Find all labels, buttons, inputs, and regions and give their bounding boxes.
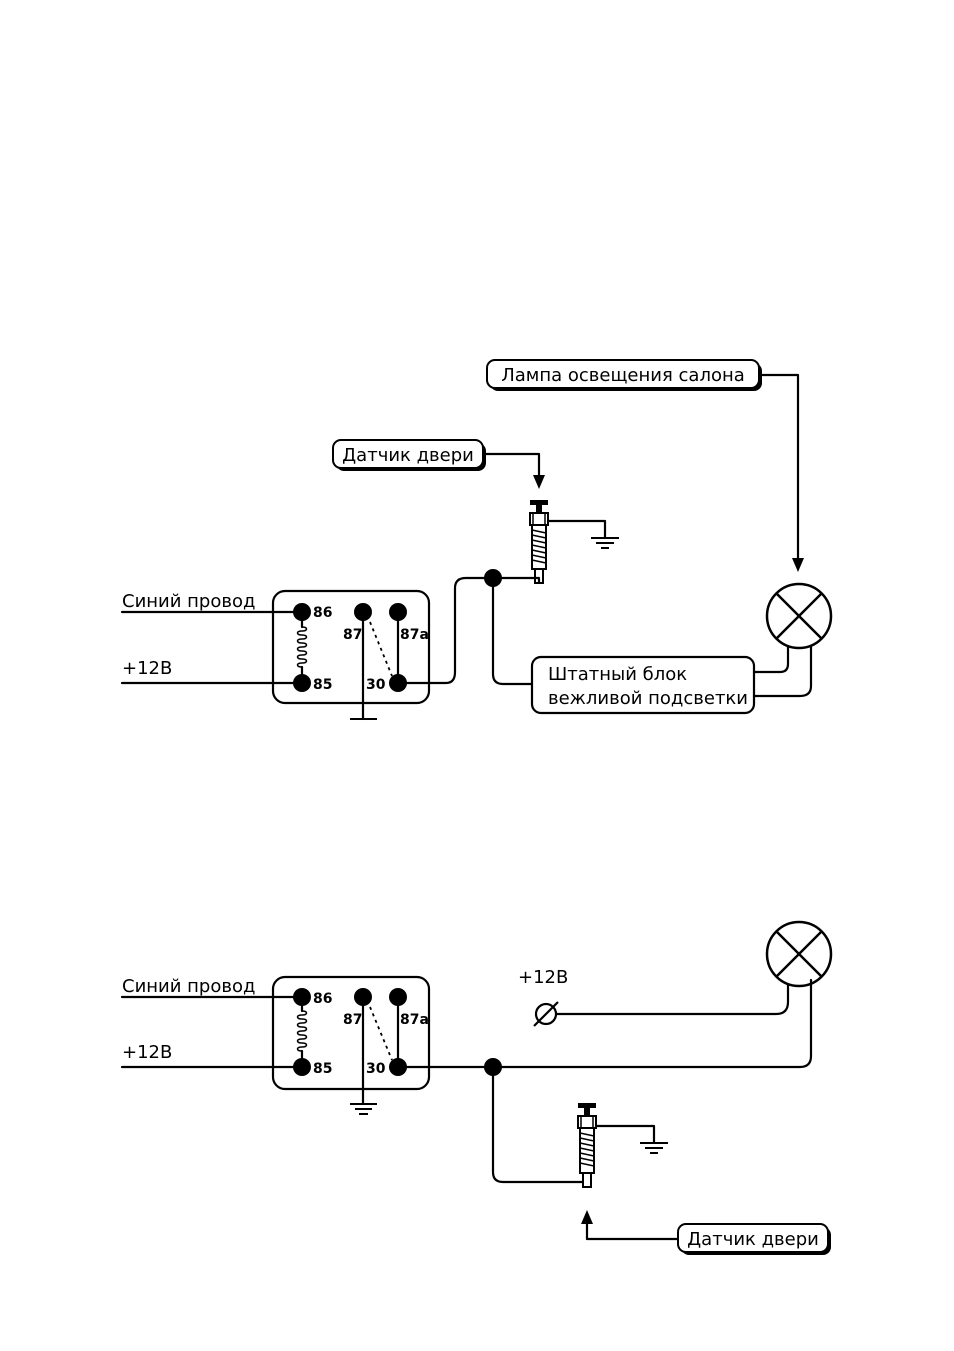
wire-junction-to-sensor: [493, 1067, 587, 1182]
relay2-pin85: 85: [313, 1061, 332, 1077]
switch-plus12-label: +12В: [518, 967, 568, 988]
lamp-arrowhead: [792, 558, 804, 572]
relay-1: 86 85 87 87а 30: [273, 591, 429, 719]
wire-module-lamp-a: [754, 646, 788, 672]
door-sensor-leader-2: [587, 1220, 678, 1239]
module-line1: Штатный блок: [548, 664, 687, 685]
blue-wire-label-2: Синий провод: [122, 976, 255, 997]
relay1-pin86: 86: [313, 605, 332, 621]
door-sensor-arrowhead: [533, 475, 545, 489]
ground-icon: [640, 1143, 668, 1153]
relay2-pin87: 87: [343, 1012, 362, 1028]
wire-junction-to-module: [493, 578, 532, 684]
relay2-pin87a: 87а: [400, 1012, 429, 1028]
fuse-switch-icon: [534, 1002, 558, 1026]
relay2-pin30: 30: [366, 1061, 386, 1077]
door-sensor-label-box: Датчик двери: [333, 440, 486, 471]
door-sensor-label-2: Датчик двери: [687, 1229, 819, 1250]
lamp-label-leader: [759, 375, 798, 562]
relay1-pin87a: 87а: [400, 627, 429, 643]
door-switch-2: [578, 1103, 654, 1187]
lamp-icon: [767, 584, 831, 648]
diagram-1: Лампа освещения салона Датчик двери: [122, 360, 831, 719]
wire-switch-to-lamp: [556, 984, 788, 1014]
door-sensor-label-box-2: Датчик двери: [678, 1224, 831, 1255]
door-switch-1: [530, 500, 605, 583]
door-sensor-arrowhead-2: [581, 1210, 593, 1224]
ground-icon: [591, 538, 619, 548]
relay1-pin85: 85: [313, 677, 332, 693]
relay2-pin86: 86: [313, 991, 332, 1007]
module-line2: вежливой подсветки: [548, 688, 748, 709]
door-sensor-label: Датчик двери: [342, 445, 474, 466]
plus12-label-1: +12В: [122, 658, 172, 679]
diagram-2: +12В 86 85 87 87а 30: [122, 922, 831, 1255]
blue-wire-label-1: Синий провод: [122, 591, 255, 612]
courtesy-module-box: Штатный блок вежливой подсветки: [532, 657, 754, 713]
wire-module-lamp-b: [754, 642, 811, 696]
wire-30-to-lamp: [398, 980, 811, 1067]
relay1-pin87: 87: [343, 627, 362, 643]
door-sensor-leader: [483, 454, 539, 478]
lamp-label: Лампа освещения салона: [501, 365, 745, 386]
relay1-pin30: 30: [366, 677, 386, 693]
lamp-label-box: Лампа освещения салона: [487, 360, 762, 391]
plus12-label-2: +12В: [122, 1042, 172, 1063]
lamp-icon: [767, 922, 831, 986]
